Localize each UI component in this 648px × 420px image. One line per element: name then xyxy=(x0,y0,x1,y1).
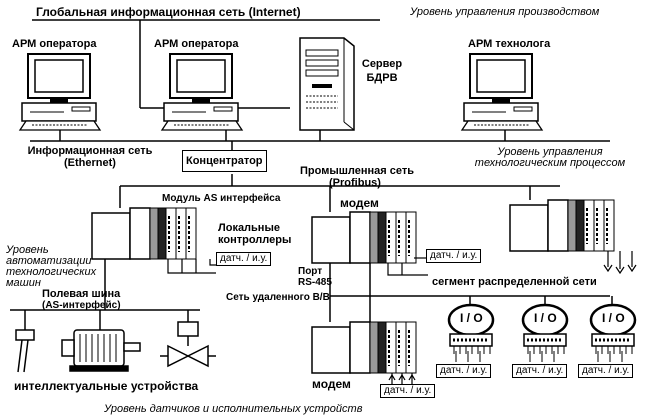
level-tech-label-2: технологическим процессом xyxy=(474,157,626,169)
as-module-label: Модуль AS интерфейса xyxy=(162,193,281,204)
arm-technolog-icon xyxy=(461,53,543,131)
arm-technolog-label: АРМ технолога xyxy=(468,38,551,50)
concentrator-box: Концентратор xyxy=(182,150,267,172)
plc-center-icon xyxy=(311,211,417,264)
arm-operator-2-icon xyxy=(161,53,243,131)
level-machine-label-4: машин xyxy=(6,277,41,289)
modem-top-label: модем xyxy=(340,196,379,210)
field-bus-label-2: (AS-интерфейс) xyxy=(42,300,121,311)
remote-io-label: Сеть удаленного В/В xyxy=(226,292,330,303)
profibus-bus xyxy=(119,174,560,212)
local-controllers-label-2: контроллеры xyxy=(218,234,292,246)
io-arrows xyxy=(455,354,623,362)
intelligent-devices-label: интеллектуальные устройства xyxy=(14,379,199,393)
plc-bottom-icon xyxy=(311,321,417,374)
arm-operator-2-label: АРМ оператора xyxy=(154,38,239,50)
io-label-1: I / O xyxy=(460,311,483,325)
server-label-1: Сервер xyxy=(361,58,403,70)
segment-label: сегмент распределенной сети xyxy=(432,276,597,288)
sensor-box-1: датч. / и.у. xyxy=(216,252,272,266)
level-sensors-label: Уровень датчиков и исполнительных устрой… xyxy=(104,403,363,415)
modem-bottom-label: модем xyxy=(312,377,351,391)
server-icon xyxy=(299,37,355,131)
profibus-label-1: Промышленная сеть xyxy=(300,165,414,177)
plc-left-icon xyxy=(91,207,197,260)
sensor-box-io-1: датч. / и.у. xyxy=(436,364,492,378)
ethernet-label-1: Информационная сеть xyxy=(27,145,153,157)
field-bus-label-1: Полевая шина xyxy=(42,288,121,300)
port-label-1: Порт xyxy=(298,266,323,277)
io-label-3: I / O xyxy=(602,311,625,325)
plc-right-icon xyxy=(509,199,615,252)
level-tech-label-1: Уровень управления xyxy=(497,146,603,158)
sensor-box-bottom: датч. / и.у. xyxy=(380,384,436,398)
arm-operator-1-icon xyxy=(19,53,101,131)
io-label-2: I / O xyxy=(534,311,557,325)
port-label-2: RS-485 xyxy=(298,277,332,288)
valve-icon xyxy=(160,321,216,368)
server-label-2: БДРВ xyxy=(366,72,398,84)
level-machine-label-3: технологических xyxy=(6,266,97,278)
sensor-probe-icon xyxy=(15,329,35,373)
level-machine-label-1: Уровень xyxy=(6,244,49,256)
local-controllers-label-1: Локальные xyxy=(218,222,280,234)
sensor-box-io-2: датч. / и.у. xyxy=(512,364,568,378)
level-production-label: Уровень управления производством xyxy=(410,6,600,18)
profibus-label-2: (Profibus) xyxy=(329,177,381,189)
motor-icon xyxy=(61,329,141,372)
internet-label: Глобальная информационная сеть (Internet… xyxy=(36,5,301,19)
arm-operator-1-label: АРМ оператора xyxy=(12,38,97,50)
sensor-box-io-3: датч. / и.у. xyxy=(578,364,634,378)
ethernet-label-2: (Ethernet) xyxy=(64,157,116,169)
sensor-box-2: датч. / и.у. xyxy=(426,249,482,263)
field-bus xyxy=(10,259,200,330)
level-machine-label-2: автоматизации xyxy=(6,255,92,267)
